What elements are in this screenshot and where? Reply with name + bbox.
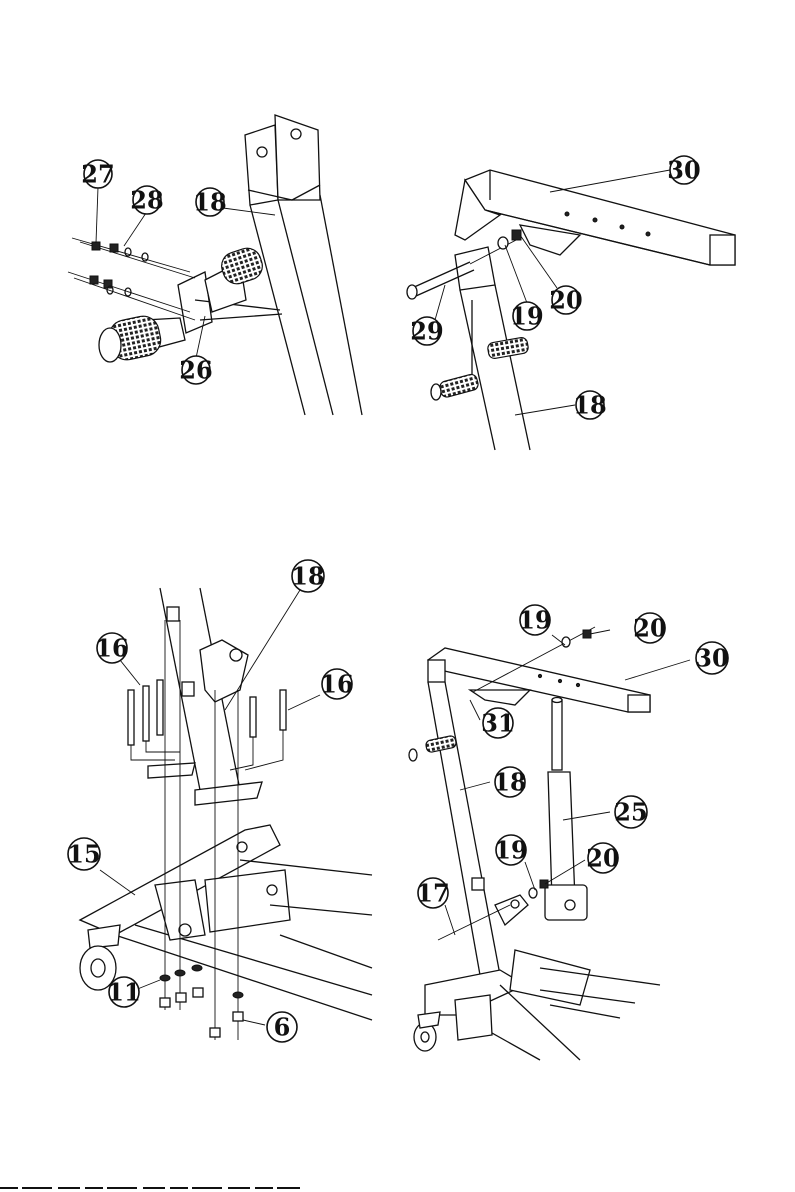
callout-19: 19 <box>518 605 551 635</box>
callout-27: 27 <box>81 160 114 189</box>
callout-label: 18 <box>573 391 606 420</box>
bolts-16 <box>128 680 286 770</box>
callout-16: 16 <box>320 669 353 699</box>
callout-label: 30 <box>667 156 700 185</box>
callout-label: 15 <box>67 840 100 869</box>
callout-label: 17 <box>416 879 449 908</box>
callout-label: 25 <box>614 798 647 827</box>
callout-25: 25 <box>614 796 647 828</box>
callout-20: 20 <box>633 613 666 643</box>
callout-label: 18 <box>291 562 324 591</box>
callout-30: 30 <box>695 642 728 674</box>
callout-label: 16 <box>95 634 128 663</box>
callout-label: 11 <box>107 978 140 1007</box>
callout-label: 19 <box>518 606 551 635</box>
callout-18: 18 <box>493 767 526 797</box>
callout-20: 20 <box>549 286 582 315</box>
bolts-27-28 <box>68 238 195 320</box>
boom-part-30 <box>428 648 650 712</box>
callout-18: 18 <box>193 188 226 217</box>
panel-bottom-right <box>409 627 690 1060</box>
callout-label: 31 <box>481 709 514 738</box>
callout-30: 30 <box>667 156 700 185</box>
callout-label: 19 <box>494 836 527 865</box>
callout-label: 26 <box>179 356 212 385</box>
callout-6: 6 <box>267 1012 297 1042</box>
callout-18: 18 <box>291 560 324 592</box>
callout-label: 20 <box>549 286 582 315</box>
callout-20: 20 <box>586 843 619 873</box>
callout-28: 28 <box>130 186 163 215</box>
callout-label: 29 <box>410 317 443 346</box>
callout-29: 29 <box>410 317 443 346</box>
callout-label: 16 <box>320 670 353 699</box>
callout-label: 6 <box>274 1013 291 1042</box>
callout-label: 20 <box>586 844 619 873</box>
callout-label: 30 <box>695 644 728 673</box>
callout-label: 18 <box>493 768 526 797</box>
callout-18: 18 <box>573 391 606 420</box>
callout-label: 18 <box>193 188 226 217</box>
callout-26: 26 <box>179 356 212 385</box>
callout-11: 11 <box>107 977 140 1007</box>
callout-16: 16 <box>95 633 128 663</box>
base-assembly <box>414 950 660 1060</box>
callout-label: 28 <box>130 186 163 215</box>
callout-label: 19 <box>510 302 543 331</box>
callout-label: 20 <box>633 614 666 643</box>
cylinder-25 <box>545 698 587 921</box>
handle-assembly-26 <box>99 245 282 363</box>
callout-17: 17 <box>416 878 449 908</box>
callout-label: 27 <box>81 160 114 189</box>
callout-31: 31 <box>481 708 514 738</box>
callout-19: 19 <box>510 302 543 331</box>
mast-part-18 <box>431 247 530 450</box>
callout-15: 15 <box>67 838 100 870</box>
callout-19: 19 <box>494 835 527 865</box>
